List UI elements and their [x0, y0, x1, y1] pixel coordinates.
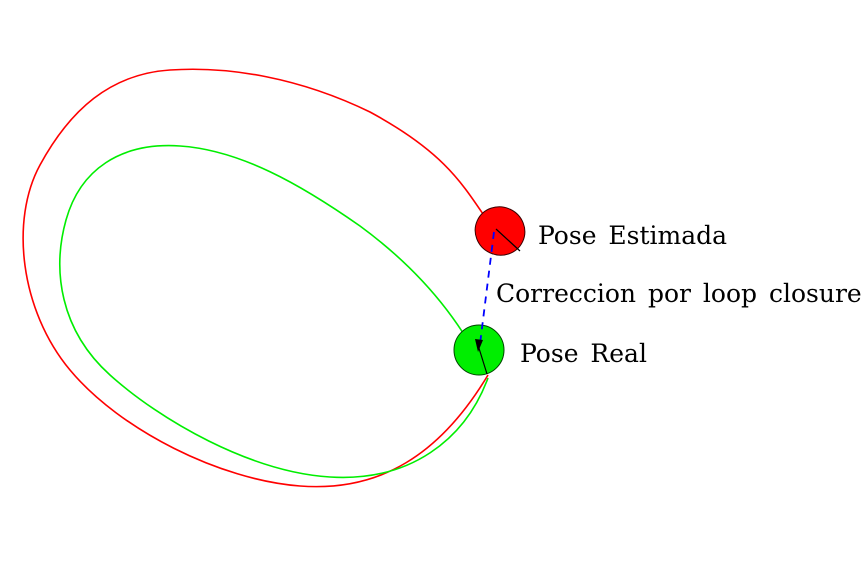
correction-label: Correccion por loop closure — [496, 279, 862, 308]
estimated-heading-line — [495, 228, 521, 252]
estimated-trajectory — [22, 68, 489, 488]
real-pose-label: Pose Real — [520, 339, 647, 368]
real-trajectory — [59, 144, 489, 479]
estimated-pose-marker — [474, 206, 526, 256]
estimated-pose-label: Pose Estimada — [538, 221, 727, 250]
real-heading-line — [477, 344, 488, 375]
arrow-head-icon — [475, 339, 483, 352]
real-pose-marker — [453, 324, 505, 376]
correction-arrow — [475, 231, 495, 352]
